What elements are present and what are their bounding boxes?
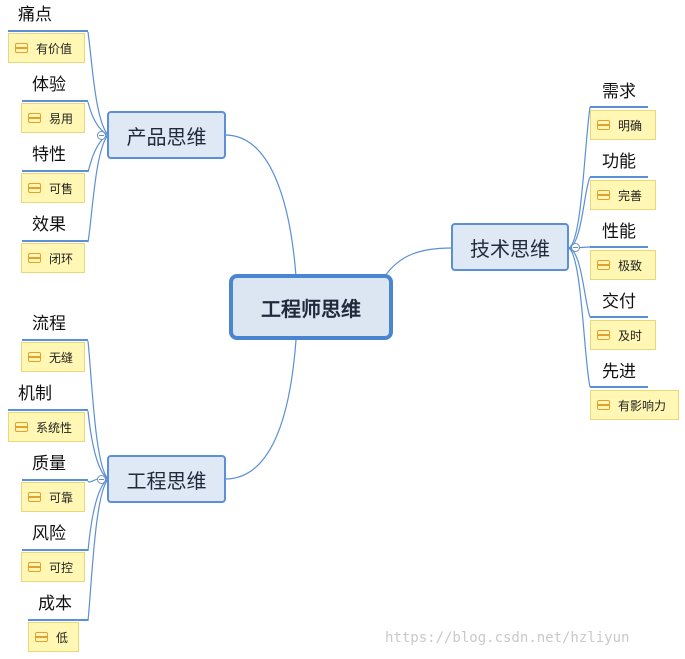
collapse-toggle-engineering[interactable]: [97, 475, 106, 484]
note-icon: [597, 330, 610, 340]
topic-underline: [8, 30, 88, 32]
topic-underline: [590, 246, 648, 248]
topic-cost[interactable]: 成本: [38, 594, 72, 614]
topic-mechanism[interactable]: 机制: [18, 384, 52, 404]
note-icon: [597, 400, 610, 410]
collapse-toggle-tech[interactable]: [571, 243, 580, 252]
branch-tech-thinking[interactable]: 技术思维: [451, 223, 569, 271]
topic-underline: [590, 176, 648, 178]
note-text: 完善: [618, 188, 643, 203]
topic-effect[interactable]: 效果: [32, 215, 66, 235]
note-cost: 低: [28, 622, 79, 652]
topic-underline: [28, 619, 88, 621]
note-text: 有价值: [36, 41, 73, 56]
topic-experience[interactable]: 体验: [32, 75, 66, 95]
note-delivery: 及时: [590, 320, 656, 350]
note-process: 无缝: [21, 342, 85, 372]
note-mechanism: 系统性: [8, 412, 85, 442]
note-icon: [35, 632, 48, 642]
topic-underline: [22, 100, 88, 102]
note-effect: 闭环: [21, 243, 85, 273]
note-text: 可控: [49, 560, 74, 575]
branch-engineering-thinking[interactable]: 工程思维: [107, 455, 226, 503]
topic-underline: [22, 479, 88, 481]
note-icon: [597, 260, 610, 270]
note-text: 及时: [618, 328, 643, 343]
topic-underline: [590, 106, 648, 108]
branch-product-thinking[interactable]: 产品思维: [107, 111, 226, 159]
topic-underline: [22, 549, 88, 551]
note-text: 明确: [618, 118, 643, 133]
note-feature: 可售: [21, 173, 85, 203]
topic-feature[interactable]: 特性: [32, 145, 66, 165]
topic-underline: [590, 316, 648, 318]
note-performance: 极致: [590, 250, 656, 280]
note-icon: [28, 253, 41, 263]
note-text: 可靠: [49, 490, 74, 505]
topic-pain-point[interactable]: 痛点: [18, 5, 52, 25]
note-function: 完善: [590, 180, 656, 210]
note-icon: [28, 562, 41, 572]
topic-delivery[interactable]: 交付: [602, 292, 636, 312]
topic-underline: [8, 409, 88, 411]
note-quality: 可靠: [21, 482, 85, 512]
note-pain-point: 有价值: [8, 33, 85, 63]
note-risk: 可控: [21, 552, 85, 582]
note-icon: [597, 190, 610, 200]
central-topic[interactable]: 工程师思维: [229, 274, 393, 340]
topic-underline: [590, 386, 648, 388]
note-icon: [28, 183, 41, 193]
note-text: 闭环: [49, 251, 74, 266]
topic-performance[interactable]: 性能: [602, 222, 636, 242]
note-icon: [15, 422, 28, 432]
note-icon: [597, 120, 610, 130]
note-text: 极致: [618, 258, 643, 273]
note-requirement: 明确: [590, 110, 656, 140]
note-text: 有影响力: [618, 398, 667, 413]
note-experience: 易用: [21, 103, 85, 133]
topic-process[interactable]: 流程: [32, 314, 66, 334]
note-icon: [28, 492, 41, 502]
note-advanced: 有影响力: [590, 390, 679, 420]
note-icon: [28, 113, 41, 123]
topic-requirement[interactable]: 需求: [602, 82, 636, 102]
topic-underline: [22, 339, 88, 341]
note-text: 无缝: [49, 350, 74, 365]
topic-function[interactable]: 功能: [602, 152, 636, 172]
note-icon: [28, 352, 41, 362]
watermark: https://blog.csdn.net/hzliyun: [385, 630, 630, 646]
topic-advanced[interactable]: 先进: [602, 362, 636, 382]
topic-underline: [22, 170, 88, 172]
topic-quality[interactable]: 质量: [32, 454, 66, 474]
note-text: 可售: [49, 181, 74, 196]
topic-risk[interactable]: 风险: [32, 524, 66, 544]
note-text: 易用: [49, 111, 74, 126]
collapse-toggle-product[interactable]: [97, 131, 106, 140]
note-text: 系统性: [36, 420, 73, 435]
note-text: 低: [56, 630, 69, 645]
topic-underline: [22, 240, 88, 242]
note-icon: [15, 43, 28, 53]
